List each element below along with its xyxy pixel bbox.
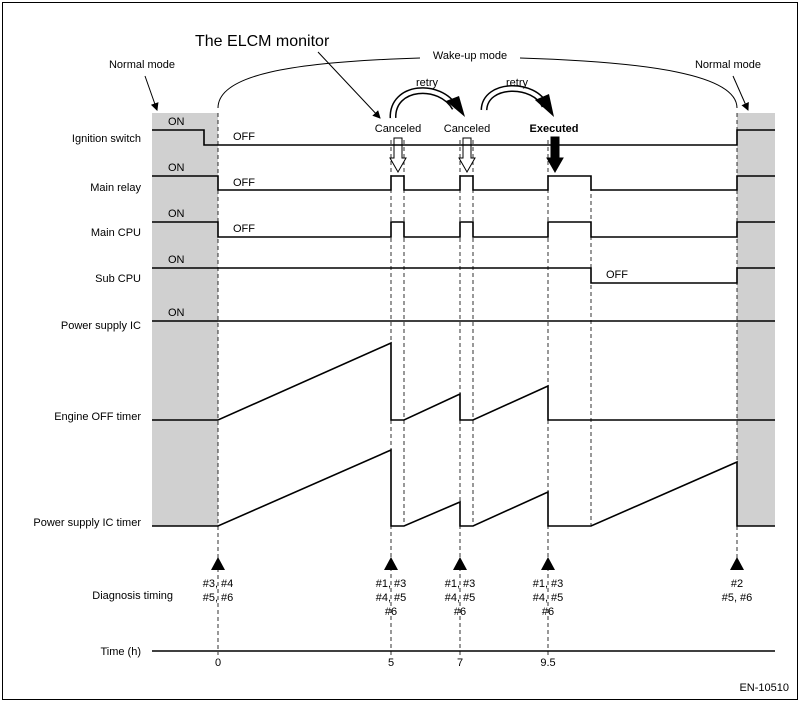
diagnosis-markers <box>211 557 744 570</box>
dashed-guides <box>217 113 738 655</box>
on-label-sub-cpu: ON <box>168 254 185 266</box>
waveforms <box>152 129 775 527</box>
normal-mode-label-right: Normal mode <box>695 59 761 71</box>
waveform-main-relay <box>152 175 775 191</box>
normal-mode-label-left: Normal mode <box>109 59 175 71</box>
diagnosis-codes: #4, #5 <box>445 592 476 604</box>
retry-arrow-2 <box>480 85 554 117</box>
diagnosis-codes: #1, #3 <box>533 578 564 590</box>
diagnosis-codes: #6 <box>385 606 397 618</box>
on-label-main-cpu: ON <box>168 208 185 220</box>
time-tick-label: 7 <box>457 657 463 669</box>
off-label-sub-cpu: OFF <box>606 269 628 281</box>
retry-arrow-1 <box>389 87 465 119</box>
signal-label-engine-off-timer: Engine OFF timer <box>54 411 141 423</box>
executed-block-arrow <box>546 136 564 174</box>
executed-label: Executed <box>530 123 579 135</box>
on-label-power-supply-ic: ON <box>168 307 185 319</box>
waveform-ignition-switch <box>152 129 775 146</box>
signal-label-ignition-switch: Ignition switch <box>72 133 141 145</box>
diagnosis-timing-label: Diagnosis timing <box>92 590 173 602</box>
diagnosis-codes: #5, #6 <box>722 592 753 604</box>
canceled-block-arrow-2 <box>458 137 476 174</box>
canceled-label-2: Canceled <box>444 123 490 135</box>
diagnosis-marker <box>384 557 398 570</box>
diagnosis-codes: #5, #6 <box>203 592 234 604</box>
time-axis-label: Time (h) <box>100 646 141 658</box>
normal-mode-arrow-right <box>732 75 749 111</box>
wakeup-mode-label: Wake-up mode <box>433 50 507 62</box>
figure-code: EN-10510 <box>739 682 789 694</box>
diagnosis-marker <box>730 557 744 570</box>
elcm-monitor-title: The ELCM monitor <box>195 33 330 50</box>
time-tick-label: 5 <box>388 657 394 669</box>
diagnosis-codes: #6 <box>542 606 554 618</box>
on-label-main-relay: ON <box>168 162 185 174</box>
waveform-main-cpu <box>152 221 775 238</box>
canceled-label-1: Canceled <box>375 123 421 135</box>
off-label-main-cpu: OFF <box>233 223 255 235</box>
diagnosis-codes: #2 <box>731 578 743 590</box>
wakeup-mode-brace <box>217 57 738 109</box>
signal-label-main-relay: Main relay <box>90 182 141 194</box>
normal-mode-region-left <box>152 113 218 526</box>
waveform-sub-cpu <box>152 267 775 284</box>
signal-label-power-supply-ic-timer: Power supply IC timer <box>33 517 141 529</box>
normal-mode-arrow-left <box>144 75 159 111</box>
diagnosis-codes: #3, #4 <box>203 578 234 590</box>
diagnosis-marker <box>453 557 467 570</box>
signal-label-main-cpu: Main CPU <box>91 227 141 239</box>
off-label-main-relay: OFF <box>233 177 255 189</box>
diagnosis-codes: #6 <box>454 606 466 618</box>
signal-label-power-supply-ic: Power supply IC <box>61 320 141 332</box>
diagnosis-marker <box>541 557 555 570</box>
signal-label-sub-cpu: Sub CPU <box>95 273 141 285</box>
on-label-ignition-switch: ON <box>168 116 185 128</box>
diagnosis-codes: #4, #5 <box>376 592 407 604</box>
time-tick-label: 0 <box>215 657 221 669</box>
time-tick-label: 9.5 <box>540 657 555 669</box>
diagnosis-codes: #1, #3 <box>376 578 407 590</box>
canceled-block-arrow-1 <box>389 137 407 174</box>
normal-mode-region-right <box>737 113 775 526</box>
elcm-monitor-pointer <box>317 51 381 119</box>
off-label-ignition-switch: OFF <box>233 131 255 143</box>
waveform-power-supply-ic-timer <box>152 448 775 527</box>
diagnosis-marker <box>211 557 225 570</box>
retry-label-2: retry <box>506 77 529 89</box>
waveform-engine-off-timer <box>152 341 775 421</box>
diagnosis-codes: #4, #5 <box>533 592 564 604</box>
retry-label-1: retry <box>416 77 439 89</box>
diagnosis-codes: #1, #3 <box>445 578 476 590</box>
